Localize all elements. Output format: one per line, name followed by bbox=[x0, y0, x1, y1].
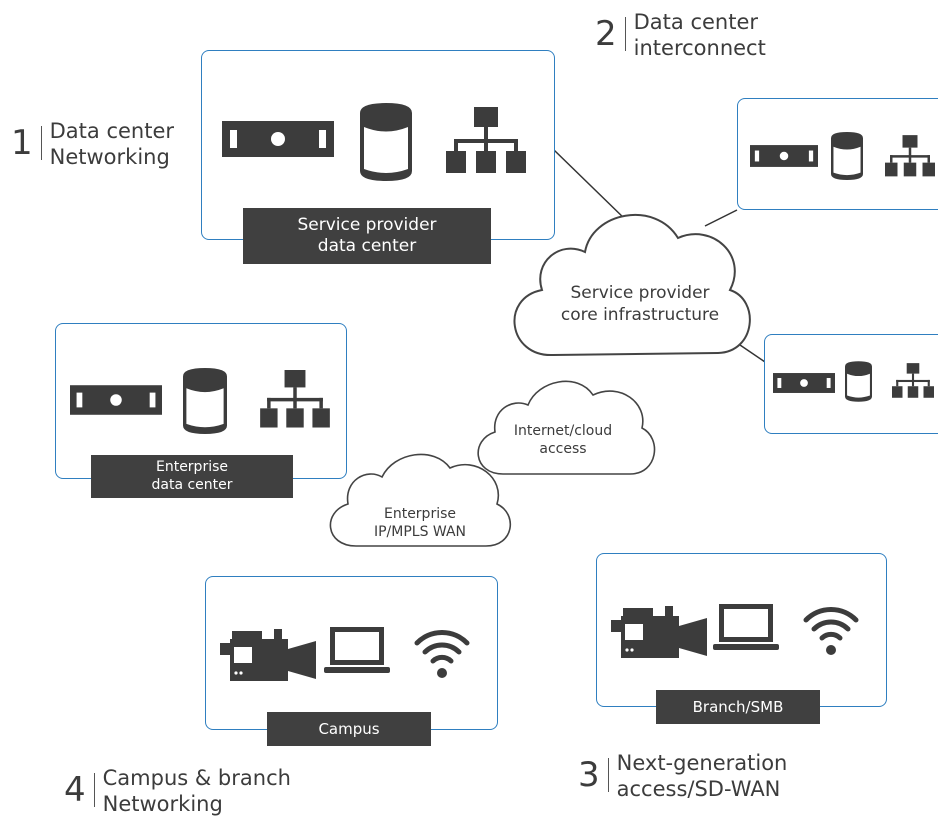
caption-line2: interconnect bbox=[633, 36, 766, 61]
network-topology-icon bbox=[446, 107, 526, 173]
cloud-line1: Service provider bbox=[570, 283, 710, 303]
caption-number: 3 bbox=[578, 758, 609, 792]
cloud-line1: Internet/cloud bbox=[513, 423, 613, 439]
laptop-icon bbox=[713, 604, 779, 650]
cloud-line2: IP/MPLS WAN bbox=[373, 524, 467, 541]
caption-line2: access/SD-WAN bbox=[616, 777, 781, 802]
enterprise-dc-box bbox=[55, 323, 347, 479]
campus-label: Campus bbox=[267, 712, 431, 746]
campus-box bbox=[205, 576, 498, 730]
remote-dc-box-lower bbox=[764, 334, 938, 434]
label-line1: Service provider bbox=[297, 214, 437, 235]
caption-line1: Data center bbox=[633, 10, 759, 34]
switch-icon bbox=[773, 373, 835, 393]
wifi-icon bbox=[803, 607, 859, 655]
wifi-icon bbox=[414, 630, 470, 678]
label-line2: data center bbox=[151, 476, 233, 493]
cloud-line1: Enterprise bbox=[383, 506, 457, 522]
wan-cloud-shape bbox=[329, 453, 512, 547]
caption-number: 1 bbox=[11, 126, 42, 160]
laptop-icon bbox=[324, 627, 390, 673]
cloud-line2: access bbox=[539, 441, 587, 458]
storage-icon bbox=[845, 361, 872, 402]
network-topology-icon bbox=[260, 370, 330, 428]
storage-icon bbox=[183, 368, 227, 434]
branch-label: Branch/SMB bbox=[656, 690, 820, 724]
caption-number: 4 bbox=[64, 773, 95, 807]
switch-icon bbox=[70, 385, 162, 415]
connector-line bbox=[739, 344, 766, 363]
video-camera-icon bbox=[220, 629, 316, 681]
label-line2: data center bbox=[317, 236, 417, 256]
cloud-line2: core infrastructure bbox=[560, 305, 720, 326]
branch-box bbox=[596, 553, 887, 707]
storage-icon bbox=[360, 103, 412, 181]
caption-line2: Networking bbox=[102, 792, 223, 816]
caption-line1: Next-generation bbox=[616, 751, 788, 775]
switch-icon bbox=[750, 145, 818, 167]
video-camera-icon bbox=[611, 606, 707, 658]
connector-line bbox=[553, 149, 629, 223]
storage-icon bbox=[831, 132, 863, 180]
network-topology-icon bbox=[885, 135, 935, 177]
switch-icon bbox=[222, 121, 334, 157]
caption-number: 2 bbox=[595, 17, 626, 51]
internet-cloud-shape bbox=[477, 380, 656, 475]
remote-dc-box-upper bbox=[737, 98, 938, 210]
connector-line bbox=[704, 209, 738, 227]
network-topology-icon bbox=[892, 363, 934, 398]
internet-cloud-label: Internet/cloud access bbox=[498, 422, 628, 458]
caption-line2: Networking bbox=[49, 145, 170, 170]
label-line1: Enterprise bbox=[155, 459, 229, 475]
caption-line1: Data center bbox=[49, 119, 175, 143]
caption-line1: Campus & branch bbox=[102, 766, 291, 790]
core-cloud-shape bbox=[513, 214, 751, 357]
